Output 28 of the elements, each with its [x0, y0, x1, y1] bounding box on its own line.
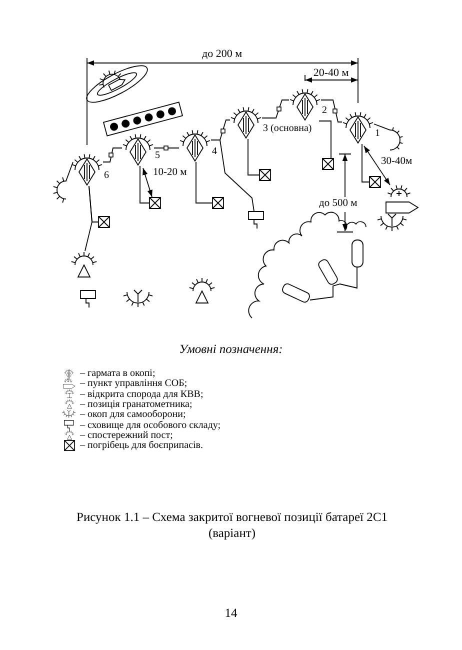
legend-text: – позиція гранатометника;	[80, 398, 192, 410]
dimension-label: до 500 м	[319, 198, 358, 210]
legend-text: – пункт управління СОБ;	[80, 378, 188, 390]
connecting-line	[210, 140, 254, 212]
connecting-line	[362, 144, 370, 182]
connecting-line	[196, 162, 212, 204]
legend-text: – гармата в окопі;	[80, 368, 156, 379]
position-number: 4	[212, 146, 217, 158]
connecting-line	[84, 186, 92, 252]
connecting-line	[248, 138, 260, 176]
dimension-label: до 200 м	[202, 48, 242, 60]
legend-text: – окоп для самооборони;	[80, 409, 186, 420]
legend-text: – сховище для особового складу;	[80, 420, 221, 430]
dimension-label: 20-40 м	[313, 67, 349, 80]
connecting-line	[262, 100, 290, 118]
position-number: 5	[155, 150, 160, 162]
position-number: 6	[104, 170, 109, 182]
connecting-line	[102, 148, 122, 162]
legend-text: – відкрита спорода для КВВ;	[80, 388, 204, 400]
position-number: 2	[322, 105, 327, 117]
legend-text: – спостережний пост;	[80, 430, 173, 441]
connecting-line	[320, 100, 342, 122]
position-number: 3 (основна)	[263, 123, 312, 135]
position-number: 1	[375, 128, 380, 140]
connecting-line	[318, 120, 332, 158]
connecting-line	[140, 166, 150, 204]
legend-text: – погрібець для боєприпасів.	[80, 440, 204, 452]
figure-caption: Рисунок 1.1 – Схема закритої вогневої позиції батареї 2С1 (варіант)	[76, 509, 388, 541]
